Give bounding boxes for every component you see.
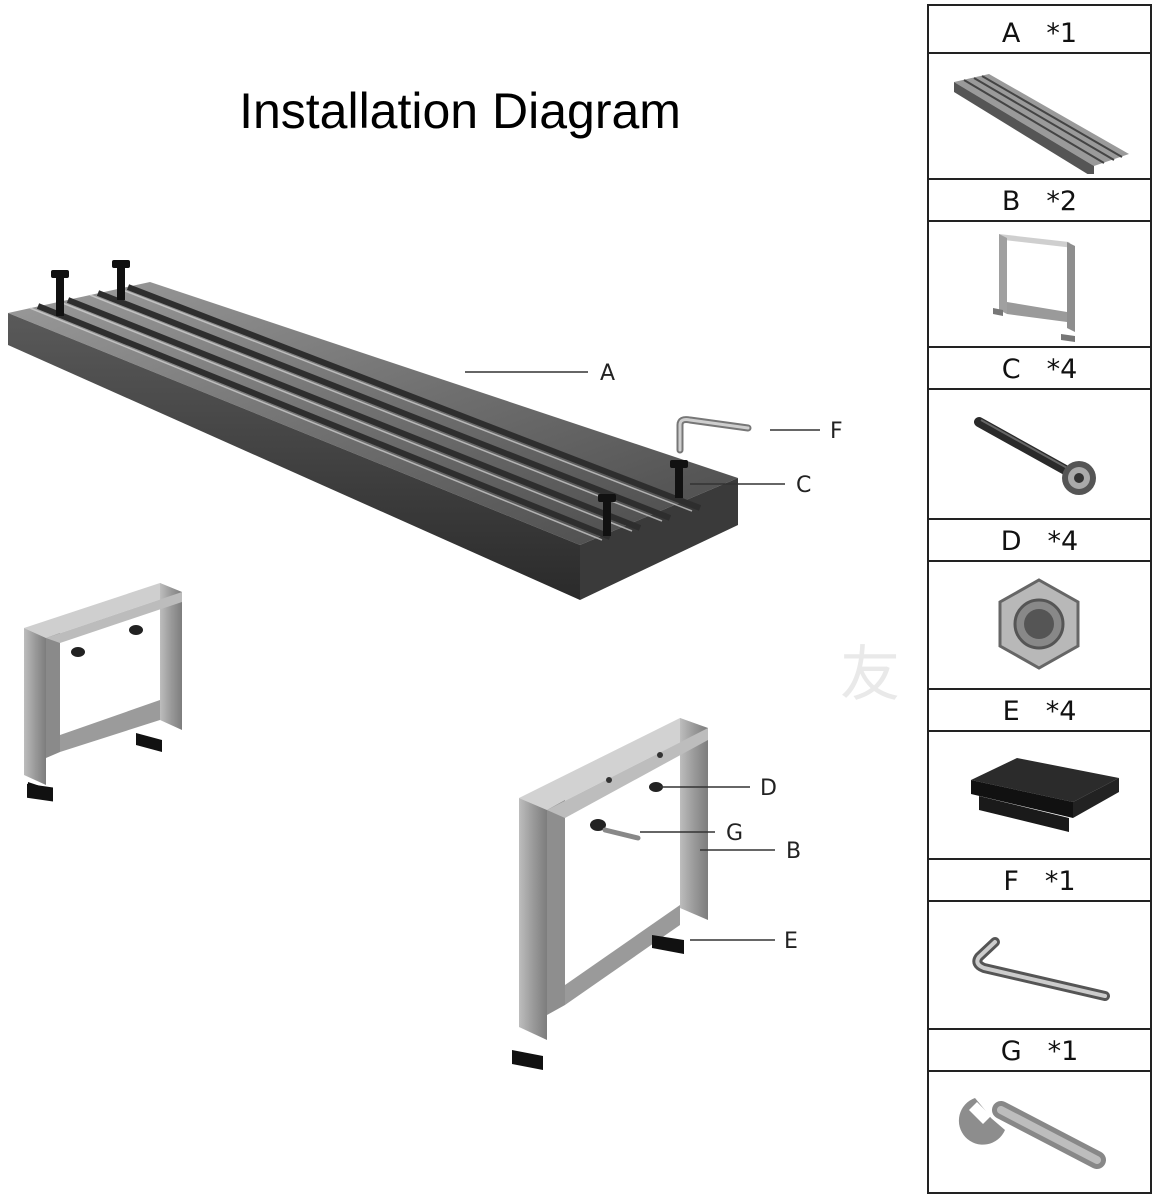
- part-qty: *4: [1046, 353, 1078, 385]
- part-letter: B: [1001, 185, 1021, 217]
- hex-nut-icon: [998, 578, 1080, 670]
- callout-c: C: [796, 473, 811, 498]
- assembly-diagram: A F C D G B E 友: [8, 260, 900, 1070]
- allen-key-icon: [972, 937, 1110, 1001]
- leg-frame-left: [24, 583, 182, 802]
- leg-frame-b: [512, 718, 708, 1070]
- foot-pad-icon: [971, 758, 1119, 832]
- part-qty: *1: [1044, 865, 1076, 897]
- foot-pad-e-front: [512, 1050, 543, 1070]
- part-qty: *1: [1046, 17, 1078, 49]
- part-header-c: C *4: [929, 350, 1150, 390]
- part-header-a: A *1: [929, 14, 1150, 54]
- part-letter: E: [1002, 695, 1020, 727]
- watermark: 友: [840, 640, 900, 710]
- part-header-f: F *1: [929, 862, 1150, 902]
- diagram-title: Installation Diagram: [239, 83, 681, 139]
- leader-lines: [465, 371, 820, 941]
- leg-frame-icon: [993, 234, 1075, 342]
- t-slot-grooves: [36, 284, 702, 540]
- part-header-e: E *4: [929, 692, 1150, 732]
- callout-a: A: [600, 361, 615, 386]
- tabletop-a: [8, 260, 738, 600]
- part-header-d: D *4: [929, 522, 1150, 562]
- callout-g: G: [726, 821, 743, 846]
- part-qty: *2: [1046, 185, 1078, 217]
- part-letter: D: [1000, 525, 1022, 557]
- callout-e: E: [784, 929, 798, 954]
- wrench-g-small: [602, 827, 641, 841]
- part-qty: *1: [1047, 1035, 1079, 1067]
- part-header-g: G *1: [929, 1032, 1150, 1072]
- callout-f: F: [830, 419, 843, 444]
- tabletop-icon: [954, 74, 1129, 174]
- foot-pad-e-back: [652, 935, 684, 954]
- callout-b: B: [786, 839, 801, 864]
- parts-list: A *1 B *2 C *4 D *4: [927, 4, 1152, 1194]
- part-qty: *4: [1045, 695, 1077, 727]
- part-letter: A: [1001, 17, 1021, 49]
- part-letter: F: [1003, 865, 1019, 897]
- nut-d-small: [590, 819, 606, 831]
- wrench-icon: [958, 1098, 1106, 1169]
- part-qty: *4: [1047, 525, 1079, 557]
- part-letter: G: [1000, 1035, 1022, 1067]
- callout-d: D: [760, 776, 777, 801]
- bolt-icon: [974, 417, 1096, 495]
- allen-key-f: [676, 416, 752, 454]
- bolt-c-group: [51, 260, 688, 536]
- part-header-b: B *2: [929, 182, 1150, 222]
- part-letter: C: [1001, 353, 1021, 385]
